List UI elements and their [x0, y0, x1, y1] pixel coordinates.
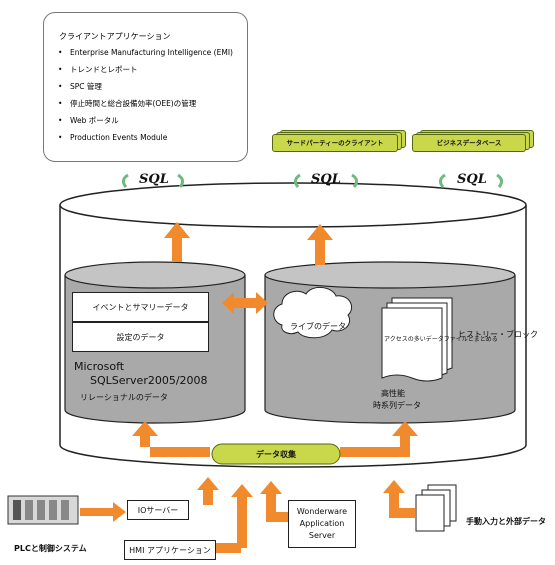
manual-input-label: 手動入力と外部データ — [466, 517, 546, 526]
client-applications-box: クライアントアプリケーション Enterprise Manufacturing … — [43, 12, 248, 162]
arrow-wonderware — [260, 481, 288, 522]
third-party-client: サードパーティーのクライアント — [272, 130, 406, 152]
timeseries-data-label: 時系列データ — [373, 401, 421, 410]
data-collection-label: データ収集 — [256, 450, 296, 459]
business-database: ビジネスデータベース — [412, 130, 534, 152]
wonderware-line3: Server — [308, 531, 336, 540]
plc-rack — [7, 495, 79, 525]
history-block-label: ヒストリー・ブロック — [458, 330, 538, 339]
arrow-up-right — [307, 224, 333, 265]
document-label: アクセスの多いデータファイルとまとめる — [384, 336, 498, 343]
business-database-label: ビジネスデータベース — [436, 139, 502, 147]
manual-input-docs — [415, 484, 457, 532]
sql-label: SQL — [139, 172, 169, 187]
event-summary-box: イベントとサマリーデータ — [72, 292, 209, 322]
hmi-application-box: HMI アプリケーション — [124, 540, 216, 560]
io-server-label: IOサーバー — [137, 506, 179, 515]
client-app-item: Enterprise Manufacturing Intelligence (E… — [58, 47, 233, 64]
io-server-box: IOサーバー — [127, 500, 189, 520]
wonderware-server-box: Wonderware Application Server — [288, 500, 356, 548]
config-data-box: 設定のデータ — [72, 322, 209, 352]
product-sqlserver: SQLServer2005/2008 — [90, 374, 208, 387]
arrow-right-route — [340, 421, 418, 457]
client-app-item: 停止時間と総合設備効率(OEE)の管理 — [58, 98, 233, 115]
client-applications-list: Enterprise Manufacturing Intelligence (E… — [58, 47, 233, 149]
product-microsoft: Microsoft — [74, 360, 125, 373]
client-app-item: トレンドとレポート — [58, 64, 233, 81]
hmi-application-label: HMI アプリケーション — [129, 546, 211, 555]
arrow-manual — [383, 480, 415, 518]
client-app-item: SPC 管理 — [58, 81, 233, 98]
plc-label: PLCと制御システム — [14, 544, 87, 553]
client-app-item: Web ポータル — [58, 115, 233, 132]
client-app-item: Production Events Module — [58, 132, 233, 149]
relational-data-label: リレーショナルのデータ — [80, 393, 168, 402]
sql-label: SQL — [311, 172, 341, 187]
sql-label: SQL — [457, 172, 487, 187]
client-applications-title: クライアントアプリケーション — [59, 32, 171, 41]
sql-arrows — [121, 173, 504, 188]
arrow-plc — [80, 502, 126, 522]
document-stack — [381, 297, 453, 382]
orange-arrows — [80, 222, 418, 553]
wonderware-line1: Wonderware — [296, 507, 348, 516]
config-data-label: 設定のデータ — [116, 333, 165, 342]
arrow-double — [222, 292, 268, 314]
arrow-hmi — [231, 484, 253, 548]
arrow-up-left — [164, 222, 190, 262]
arrow-io — [197, 477, 219, 505]
wonderware-line2: Application — [299, 519, 345, 528]
arrow-left-route — [132, 421, 210, 457]
arrow-hmi-bottom — [215, 543, 241, 553]
data-collection-pill — [211, 443, 341, 465]
third-party-client-label: サードパーティーのクライアント — [286, 139, 384, 147]
high-performance-label: 高性能 — [381, 389, 405, 398]
live-data-cloud — [273, 287, 352, 339]
live-data-label: ライブのデータ — [290, 322, 346, 331]
event-summary-label: イベントとサマリーデータ — [92, 303, 189, 312]
